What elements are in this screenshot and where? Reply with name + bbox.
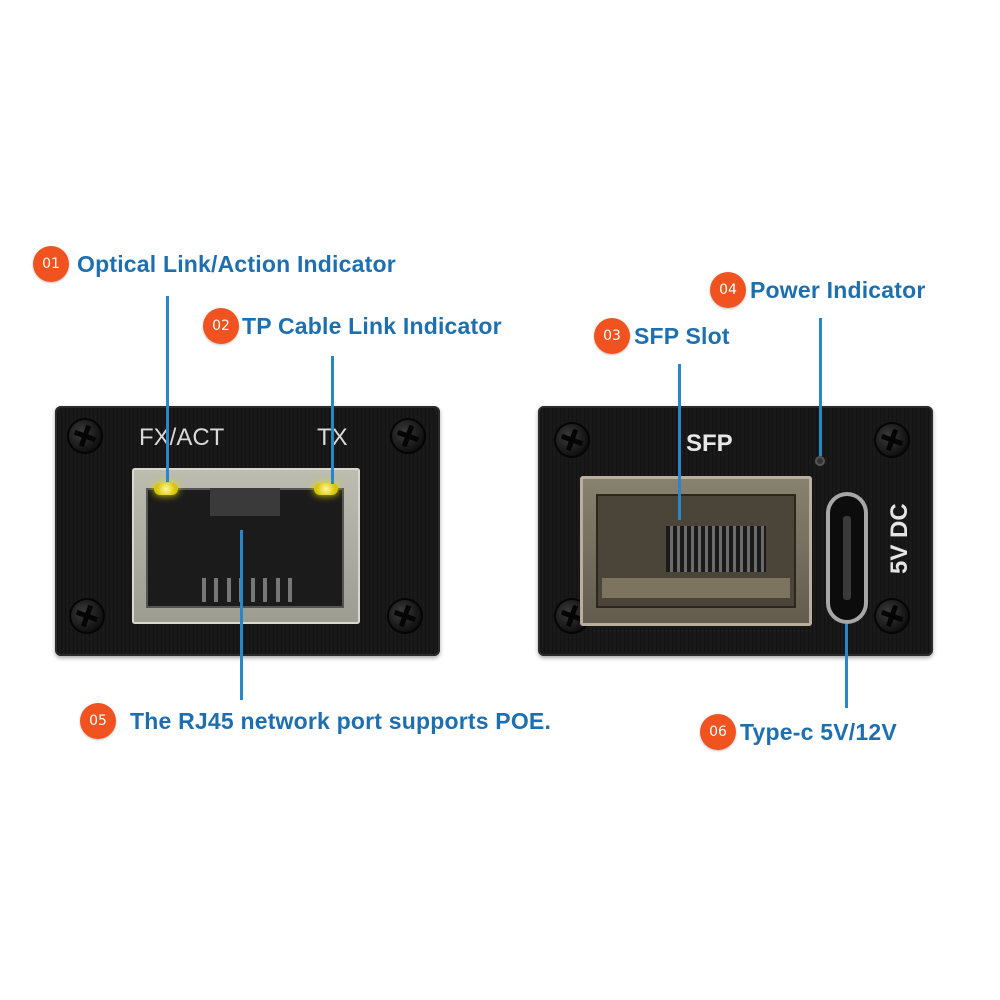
rj45-pins <box>202 578 292 602</box>
sfp-cage <box>596 494 796 608</box>
callout-badge: 03 <box>594 318 630 354</box>
rj45-latch <box>210 488 280 516</box>
callout-label: TP Cable Link Indicator <box>242 312 502 339</box>
callout-label: The RJ45 network port supports POE. <box>130 707 552 734</box>
leader-line-05 <box>240 530 243 700</box>
screw-bottom-left-icon <box>69 598 105 634</box>
rj45-opening <box>146 488 344 608</box>
rj45-pin <box>275 578 280 602</box>
callout-label: Optical Link/Action Indicator <box>77 250 396 277</box>
callout-label: Type-c 5V/12V <box>740 718 897 745</box>
leader-line-06 <box>845 624 848 708</box>
rj45-pin <box>287 578 292 602</box>
rj45-pin <box>202 578 206 602</box>
leader-line-03 <box>678 364 681 520</box>
screw-bottom-right-icon <box>874 598 910 634</box>
rj45-pin <box>226 578 231 602</box>
leader-line-02 <box>331 356 334 484</box>
usb-c-tongue <box>843 516 851 600</box>
rj45-pin <box>214 578 219 602</box>
callout-badge: 04 <box>710 272 746 308</box>
screw-top-right-icon <box>874 422 910 458</box>
fx-act-led <box>154 483 178 495</box>
screw-top-left-icon <box>554 422 590 458</box>
callout-label: Power Indicator <box>750 276 926 303</box>
leader-line-01 <box>166 296 169 482</box>
callout-04: 04 Power Indicator <box>710 272 926 308</box>
usb-c-port <box>826 492 868 624</box>
callout-label: SFP Slot <box>634 322 730 349</box>
callout-badge: 02 <box>203 308 239 344</box>
callout-badge: 06 <box>700 714 736 750</box>
callout-05: 05 The RJ45 network port supports POE. <box>80 703 551 739</box>
callout-01: 01 Optical Link/Action Indicator <box>33 246 396 282</box>
power-input-label: 5V DC <box>886 503 913 574</box>
screw-bottom-right-icon <box>387 598 423 634</box>
tx-led <box>314 483 338 495</box>
screw-top-right-icon <box>390 418 426 454</box>
sfp-slot <box>580 476 812 626</box>
rj45-pin <box>251 578 256 602</box>
callout-03: 03 SFP Slot <box>594 318 730 354</box>
leader-line-04 <box>819 318 822 456</box>
rj45-pin <box>263 578 268 602</box>
rj45-port <box>132 468 360 624</box>
sfp-connector <box>666 526 766 572</box>
sfp-rail <box>602 578 790 598</box>
callout-02: 02 TP Cable Link Indicator <box>203 308 502 344</box>
power-led <box>815 456 825 466</box>
callout-badge: 01 <box>33 246 69 282</box>
sfp-panel-label: SFP <box>686 430 733 457</box>
callout-06: 06 Type-c 5V/12V <box>700 714 897 750</box>
screw-top-left-icon <box>67 418 103 454</box>
callout-badge: 05 <box>80 703 116 739</box>
fx-act-label: FX/ACT <box>139 424 225 451</box>
